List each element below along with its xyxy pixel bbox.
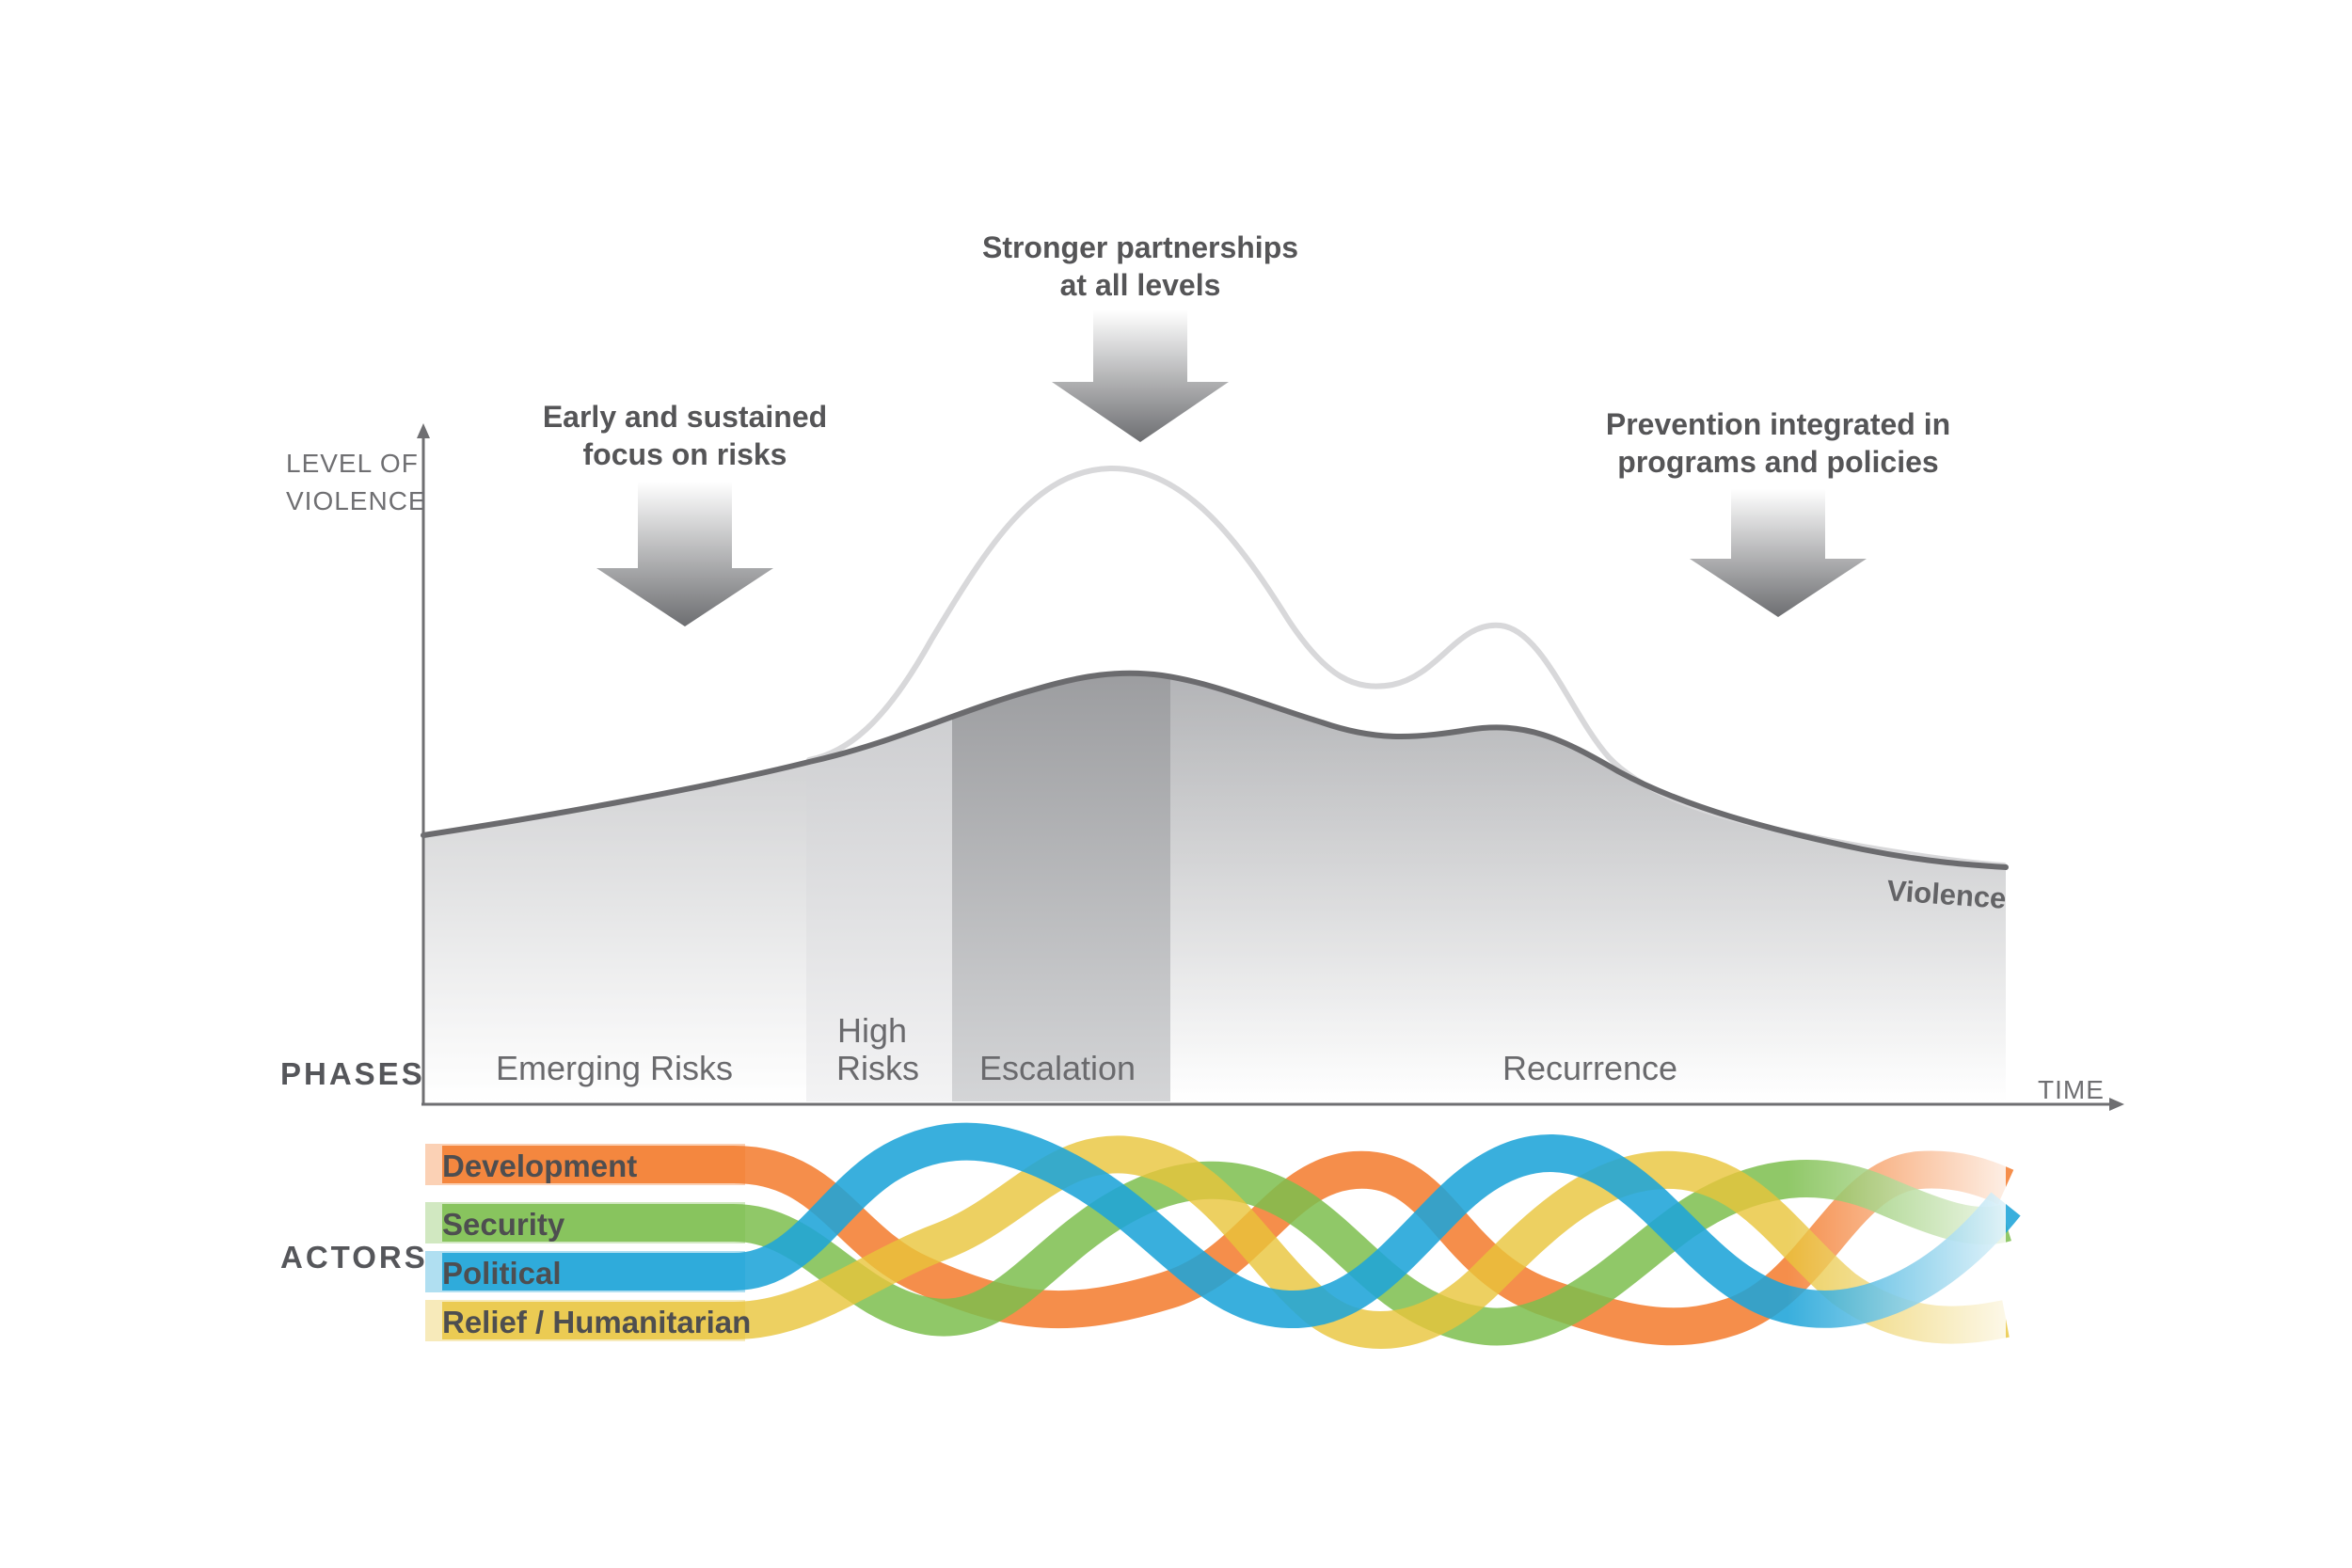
- phase-label-recurrence: Recurrence: [1502, 1049, 1677, 1087]
- down-arrow-icon: [596, 482, 773, 626]
- y-axis-label-line2: VIOLENCE: [286, 486, 427, 515]
- actor-label-political: Political: [442, 1256, 562, 1291]
- actor-strip-relief-humanitarian: [425, 1300, 745, 1341]
- ribbon-fade: [1788, 1124, 2006, 1354]
- callout-left-line1: Early and sustained: [543, 400, 827, 434]
- callout-left: Early and sustained focus on risks: [543, 400, 827, 626]
- phase-label-high-risks-line1: High: [837, 1011, 907, 1050]
- down-arrow-icon: [1052, 310, 1229, 442]
- callout-right: Prevention integrated in programs and po…: [1606, 407, 1950, 617]
- callout-center: Stronger partnerships at all levels: [982, 230, 1298, 442]
- y-axis-arrowhead: [417, 423, 430, 438]
- actor-label-relief-humanitarian: Relief / Humanitarian: [442, 1305, 751, 1339]
- actor-label-development: Development: [442, 1148, 637, 1183]
- actor-label-security: Security: [442, 1207, 565, 1242]
- callout-left-line2: focus on risks: [583, 437, 787, 471]
- callout-right-line1: Prevention integrated in: [1606, 407, 1950, 441]
- actor-labels: Development Security Political Relief / …: [442, 1148, 751, 1339]
- phase-label-emerging-risks: Emerging Risks: [496, 1049, 733, 1087]
- phase-label-escalation: Escalation: [979, 1049, 1136, 1087]
- phase-band-escalation: [952, 673, 1170, 1101]
- axes: LEVEL OF VIOLENCE TIME: [286, 423, 2124, 1111]
- x-axis-label: TIME: [2038, 1075, 2105, 1104]
- phase-shading: [423, 673, 2006, 1101]
- actor-strip-security: [425, 1202, 745, 1243]
- actor-strip-political: [425, 1251, 745, 1292]
- phase-band-recurrence: [1170, 673, 2006, 1101]
- actor-ribbons: [442, 1122, 2021, 1354]
- actor-strip-development: [425, 1144, 745, 1185]
- x-axis-arrowhead: [2109, 1098, 2124, 1111]
- violence-curve: [421, 670, 2009, 870]
- callout-right-line2: programs and policies: [1617, 445, 1938, 479]
- callout-center-line1: Stronger partnerships: [982, 230, 1298, 264]
- down-arrow-icon: [1690, 489, 1867, 617]
- callout-center-line2: at all levels: [1060, 268, 1221, 302]
- phase-label-high-risks-line2: Risks: [836, 1049, 919, 1087]
- actors-heading: ACTORS: [280, 1240, 428, 1275]
- phase-band-emerging: [423, 673, 806, 1101]
- y-axis-label-line1: LEVEL OF: [286, 449, 419, 478]
- phase-labels: Emerging Risks High Risks Escalation Rec…: [496, 1011, 1677, 1087]
- ribbon-political: [442, 1122, 2021, 1328]
- phases-heading: PHASES: [280, 1056, 425, 1091]
